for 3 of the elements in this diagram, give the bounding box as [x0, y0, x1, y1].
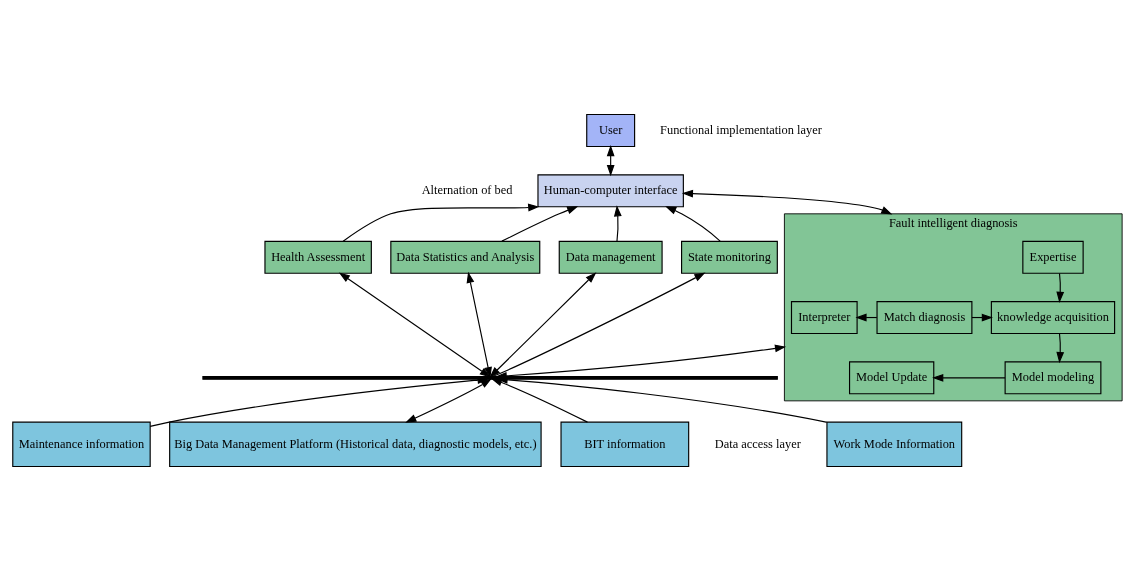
label: Data access layer [714, 436, 801, 451]
label: Alternation of bed [421, 183, 513, 198]
label: Functional implementation layer [660, 122, 822, 137]
